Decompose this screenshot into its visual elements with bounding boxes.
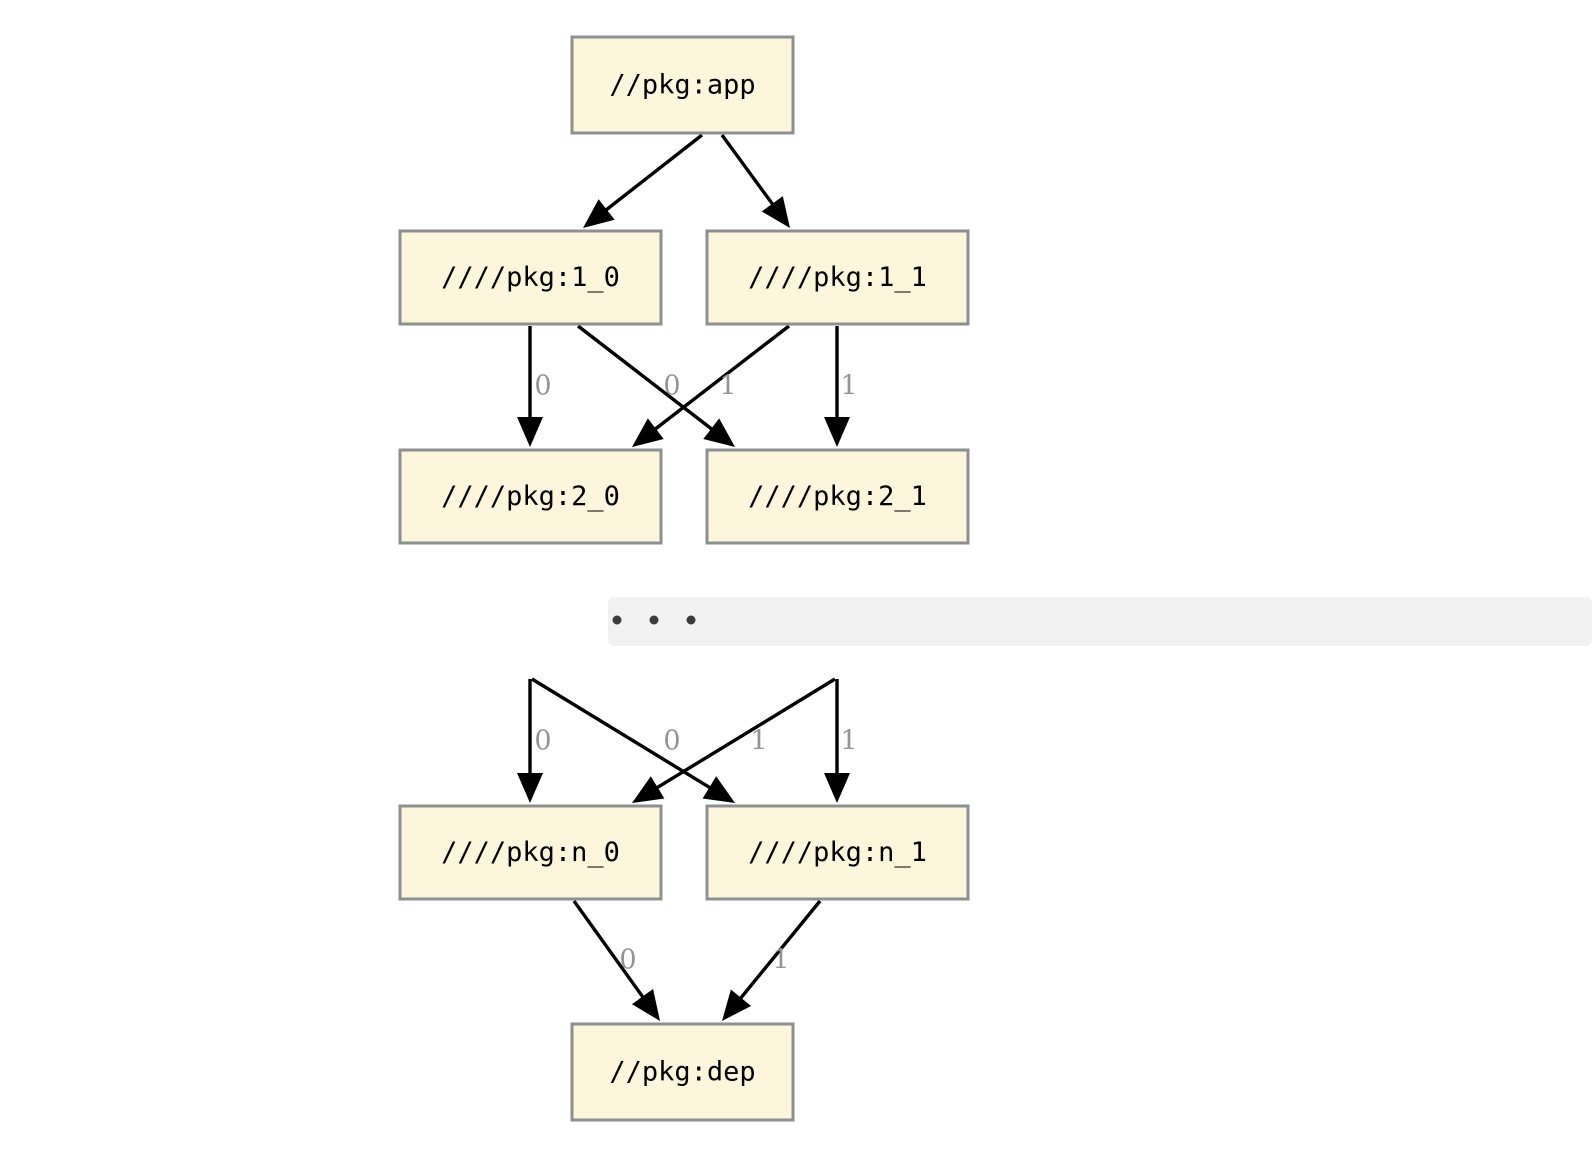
edge-arrowhead [824, 773, 850, 803]
elided-section-indicator [608, 597, 1592, 646]
edge-line [737, 899, 822, 1002]
graph-node-1_0[interactable]: ////pkg:1_0 [398, 229, 663, 326]
edge-arrowhead [761, 196, 790, 228]
edge-label: 1 [840, 371, 857, 402]
edge-label: 0 [663, 371, 680, 402]
edge-arrowhead [702, 776, 735, 803]
node-label: ////pkg:1_0 [441, 262, 620, 293]
edge-label: 0 [534, 371, 551, 402]
edge-label: 1 [750, 726, 767, 757]
edge-arrowhead [632, 418, 664, 447]
edge-arrowhead [824, 417, 850, 447]
edge-label: 1 [772, 945, 789, 976]
graph-node-dep[interactable]: //pkg:dep [570, 1022, 795, 1122]
graph-edge [576, 324, 735, 447]
node-box[interactable] [705, 804, 970, 901]
graph-node-n_1[interactable]: ////pkg:n_1 [705, 804, 970, 901]
node-label: ////pkg:2_0 [441, 481, 620, 512]
edge-arrowhead [631, 989, 660, 1021]
graph-node-app[interactable]: //pkg:app [570, 35, 795, 135]
edge-arrowhead [583, 199, 615, 228]
edge-line [572, 900, 647, 1001]
edge-line [576, 324, 716, 433]
node-label: ////pkg:n_1 [748, 837, 927, 868]
node-label: //pkg:dep [609, 1057, 755, 1088]
node-label: ////pkg:n_0 [441, 837, 620, 868]
graph-edge [517, 679, 543, 803]
node-box[interactable] [705, 448, 970, 545]
edge-arrowhead [703, 418, 735, 447]
graph-edge [572, 900, 660, 1021]
graph-node-1_1[interactable]: ////pkg:1_1 [705, 229, 970, 326]
edge-arrowhead [722, 989, 752, 1021]
node-box[interactable] [570, 1022, 795, 1122]
graph-edge [632, 324, 791, 447]
node-box[interactable] [398, 448, 663, 545]
edge-labels-layer: 0 0 1 1 0 0 1 1 0 1 [534, 371, 857, 976]
elided-band [608, 597, 1592, 646]
edges-layer [517, 133, 850, 1021]
graph-node-n_0[interactable]: ////pkg:n_0 [398, 804, 663, 901]
graph-edge [722, 899, 822, 1021]
node-box[interactable] [705, 229, 970, 326]
node-label: //pkg:app [609, 70, 755, 101]
ellipsis-dot [649, 615, 659, 625]
edge-arrowhead [632, 776, 665, 803]
graph-edge [824, 679, 850, 803]
graph-node-2_1[interactable]: ////pkg:2_1 [705, 448, 970, 545]
node-box[interactable] [570, 35, 795, 135]
edge-line [651, 324, 791, 433]
nodes-layer: //pkg:app ////pkg:1_0 ////pkg:1_1 ////pkg:2… [398, 35, 970, 1122]
graph-edge [583, 133, 704, 228]
edge-label: 0 [663, 726, 680, 757]
edge-label: 0 [534, 726, 551, 757]
ellipsis-dot [612, 615, 622, 625]
ellipsis-dot [686, 615, 696, 625]
edge-line [531, 677, 714, 791]
graph-edge [531, 677, 735, 803]
edge-label: 1 [719, 371, 736, 402]
graph-node-2_0[interactable]: ////pkg:2_0 [398, 448, 663, 545]
edge-line [653, 677, 836, 791]
node-label: ////pkg:2_1 [748, 481, 927, 512]
graph-edge [632, 677, 836, 803]
edge-arrowhead [517, 773, 543, 803]
graph-edge [824, 326, 850, 447]
node-box[interactable] [398, 804, 663, 901]
edge-label: 1 [840, 726, 857, 757]
edge-line [720, 133, 777, 209]
edge-arrowhead [517, 417, 543, 447]
edge-label: 0 [619, 945, 636, 976]
graph-edge [720, 133, 790, 228]
graph-edge [517, 326, 543, 447]
edge-line [602, 133, 704, 214]
node-box[interactable] [398, 229, 663, 326]
node-label: ////pkg:1_1 [748, 262, 927, 293]
